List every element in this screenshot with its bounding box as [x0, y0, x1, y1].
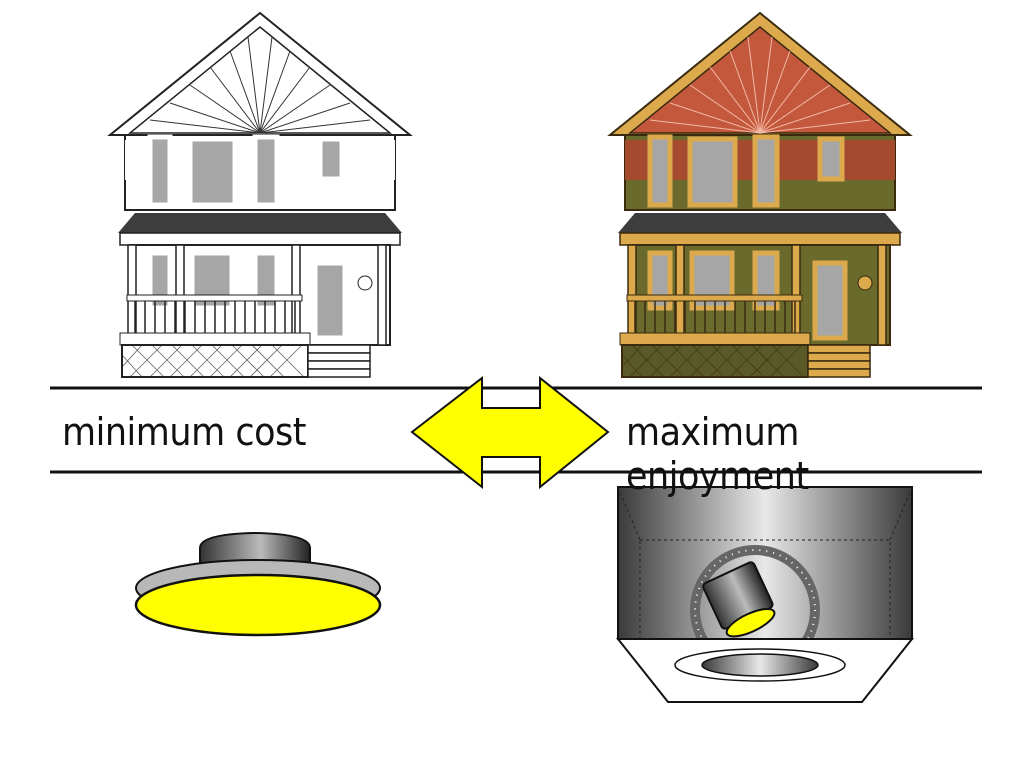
maximum-enjoyment-caption: maximum enjoyment — [626, 410, 809, 498]
surface-mount-light-icon — [134, 531, 382, 637]
painted-house-illustration — [610, 13, 910, 377]
minimum-cost-caption: minimum cost — [62, 410, 307, 454]
plain-house-illustration — [110, 13, 410, 377]
double-arrow-icon — [410, 375, 610, 490]
recessed-can-light-icon — [615, 486, 915, 703]
